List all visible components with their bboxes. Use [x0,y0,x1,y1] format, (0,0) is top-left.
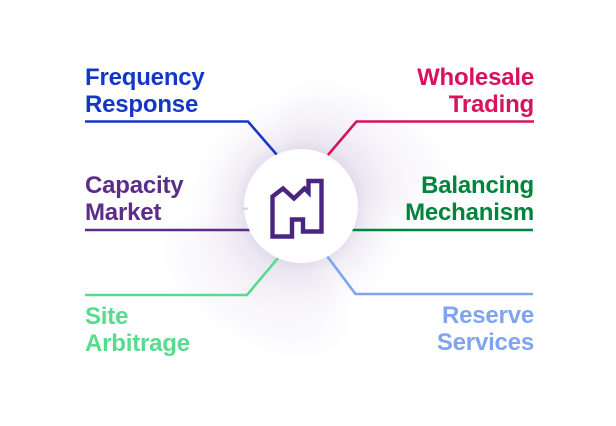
label-balancing-mechanism: Balancing Mechanism [405,172,534,226]
connector-line-site-arbitrage [85,257,279,297]
label-reserve-services: Reserve Services [436,302,534,356]
label-frequency-response: Frequency Response [85,64,205,118]
label-capacity-market: Capacity Market [85,172,184,226]
connector-line-wholesale-trading [327,120,534,156]
label-site-arbitrage: Site Arbitrage [85,303,190,357]
center-circle [244,149,358,263]
factory-icon [270,178,324,239]
decorative-dash [242,207,248,210]
label-wholesale-trading: Wholesale Trading [417,64,534,118]
connector-line-frequency-response [85,120,278,156]
connector-line-reserve-services [325,255,533,296]
